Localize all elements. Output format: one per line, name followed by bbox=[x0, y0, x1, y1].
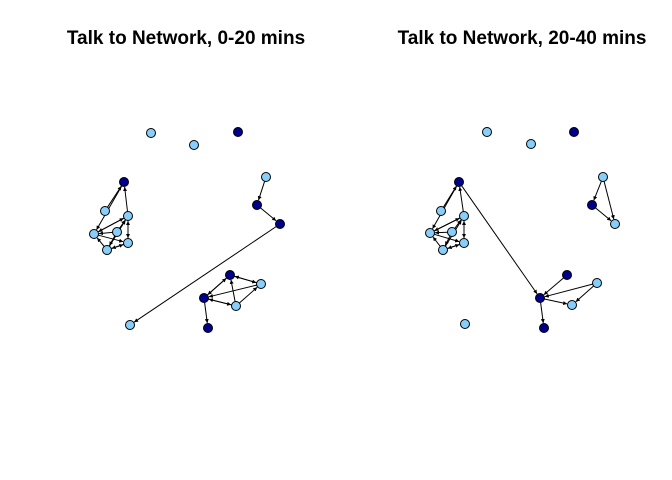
edge-n10-n7 bbox=[96, 237, 105, 247]
edge-n12-n11 bbox=[257, 181, 266, 201]
edge-m4-m15 bbox=[461, 185, 538, 295]
node-layer bbox=[425, 127, 620, 333]
edge-m17-m15 bbox=[544, 283, 593, 298]
edge-m11-m12 bbox=[593, 181, 602, 201]
node-n3 bbox=[233, 127, 243, 137]
network-panel-20-40 bbox=[425, 127, 620, 333]
node-m6 bbox=[459, 211, 469, 221]
edge-m12-m13 bbox=[595, 207, 612, 222]
edge-n9-n10 bbox=[108, 235, 116, 246]
node-m15 bbox=[535, 293, 545, 303]
edge-m8-m10 bbox=[447, 243, 460, 250]
edge-n8-n10 bbox=[111, 243, 124, 250]
edge-m17-m16 bbox=[575, 285, 594, 303]
node-m13 bbox=[610, 219, 620, 229]
node-n2 bbox=[189, 140, 199, 150]
node-n11 bbox=[252, 200, 262, 210]
node-layer bbox=[89, 127, 285, 333]
node-m14 bbox=[562, 270, 572, 280]
edge-n6-n4 bbox=[123, 186, 128, 212]
edge-m11-m13 bbox=[603, 181, 615, 220]
edge-m9-m6 bbox=[454, 219, 462, 229]
edge-m15-m18 bbox=[540, 302, 545, 324]
edge-m7-m8 bbox=[434, 233, 460, 243]
panel-title-20-40: Talk to Network, 20-40 mins bbox=[397, 28, 647, 49]
edge-m7-m6 bbox=[433, 217, 460, 232]
node-n14 bbox=[125, 320, 135, 330]
node-n10 bbox=[102, 245, 112, 255]
node-m1 bbox=[482, 127, 492, 137]
node-m9 bbox=[447, 227, 457, 237]
edge-m15-m16 bbox=[544, 298, 568, 306]
node-n13 bbox=[275, 219, 285, 229]
edge-m9-m10 bbox=[444, 235, 451, 246]
node-m19 bbox=[460, 319, 470, 329]
node-m5 bbox=[436, 206, 446, 216]
edge-n17-n19 bbox=[204, 302, 209, 324]
panel-title-0-20: Talk to Network, 0-20 mins bbox=[66, 28, 306, 49]
edge-n18-n17 bbox=[208, 298, 232, 306]
edge-n11-n13 bbox=[260, 207, 277, 222]
edge-n16-n17 bbox=[208, 284, 257, 298]
edge-n7-n8 bbox=[98, 234, 124, 243]
node-m18 bbox=[539, 323, 549, 333]
node-n6 bbox=[123, 211, 133, 221]
node-m17 bbox=[592, 278, 602, 288]
node-n1 bbox=[146, 128, 156, 138]
node-n4 bbox=[119, 177, 129, 187]
edge-n5-n4 bbox=[107, 185, 122, 208]
node-m4 bbox=[454, 177, 464, 187]
node-n15 bbox=[225, 270, 235, 280]
node-n5 bbox=[100, 206, 110, 216]
node-m2 bbox=[526, 139, 536, 149]
node-m16 bbox=[567, 300, 577, 310]
edge-n16-n15 bbox=[234, 275, 257, 284]
node-m3 bbox=[569, 127, 579, 137]
edge-n13-n14 bbox=[133, 226, 277, 323]
edge-layer bbox=[432, 181, 615, 324]
node-n9 bbox=[112, 227, 122, 237]
node-m11 bbox=[598, 172, 608, 182]
node-m12 bbox=[587, 200, 597, 210]
node-n8 bbox=[123, 238, 133, 248]
network-panel-0-20 bbox=[89, 127, 285, 333]
node-n12 bbox=[261, 172, 271, 182]
edge-m5-m4 bbox=[442, 185, 457, 208]
node-m10 bbox=[438, 245, 448, 255]
edge-layer bbox=[96, 181, 277, 324]
edge-n17-n15 bbox=[207, 277, 227, 296]
edge-m9-m7 bbox=[434, 230, 448, 235]
edge-n9-n7 bbox=[98, 231, 113, 236]
edge-n18-n16 bbox=[239, 286, 258, 304]
node-n16 bbox=[256, 279, 266, 289]
node-n17 bbox=[199, 293, 209, 303]
node-n19 bbox=[203, 323, 213, 333]
edge-n7-n6 bbox=[97, 217, 124, 233]
node-m7 bbox=[425, 228, 435, 238]
edge-m10-m7 bbox=[432, 236, 441, 247]
node-m8 bbox=[459, 238, 469, 248]
edge-n4-n7 bbox=[96, 185, 123, 230]
node-n18 bbox=[231, 301, 241, 311]
node-n7 bbox=[89, 229, 99, 239]
edge-m14-m15 bbox=[543, 277, 564, 296]
edge-m6-m4 bbox=[458, 186, 464, 212]
